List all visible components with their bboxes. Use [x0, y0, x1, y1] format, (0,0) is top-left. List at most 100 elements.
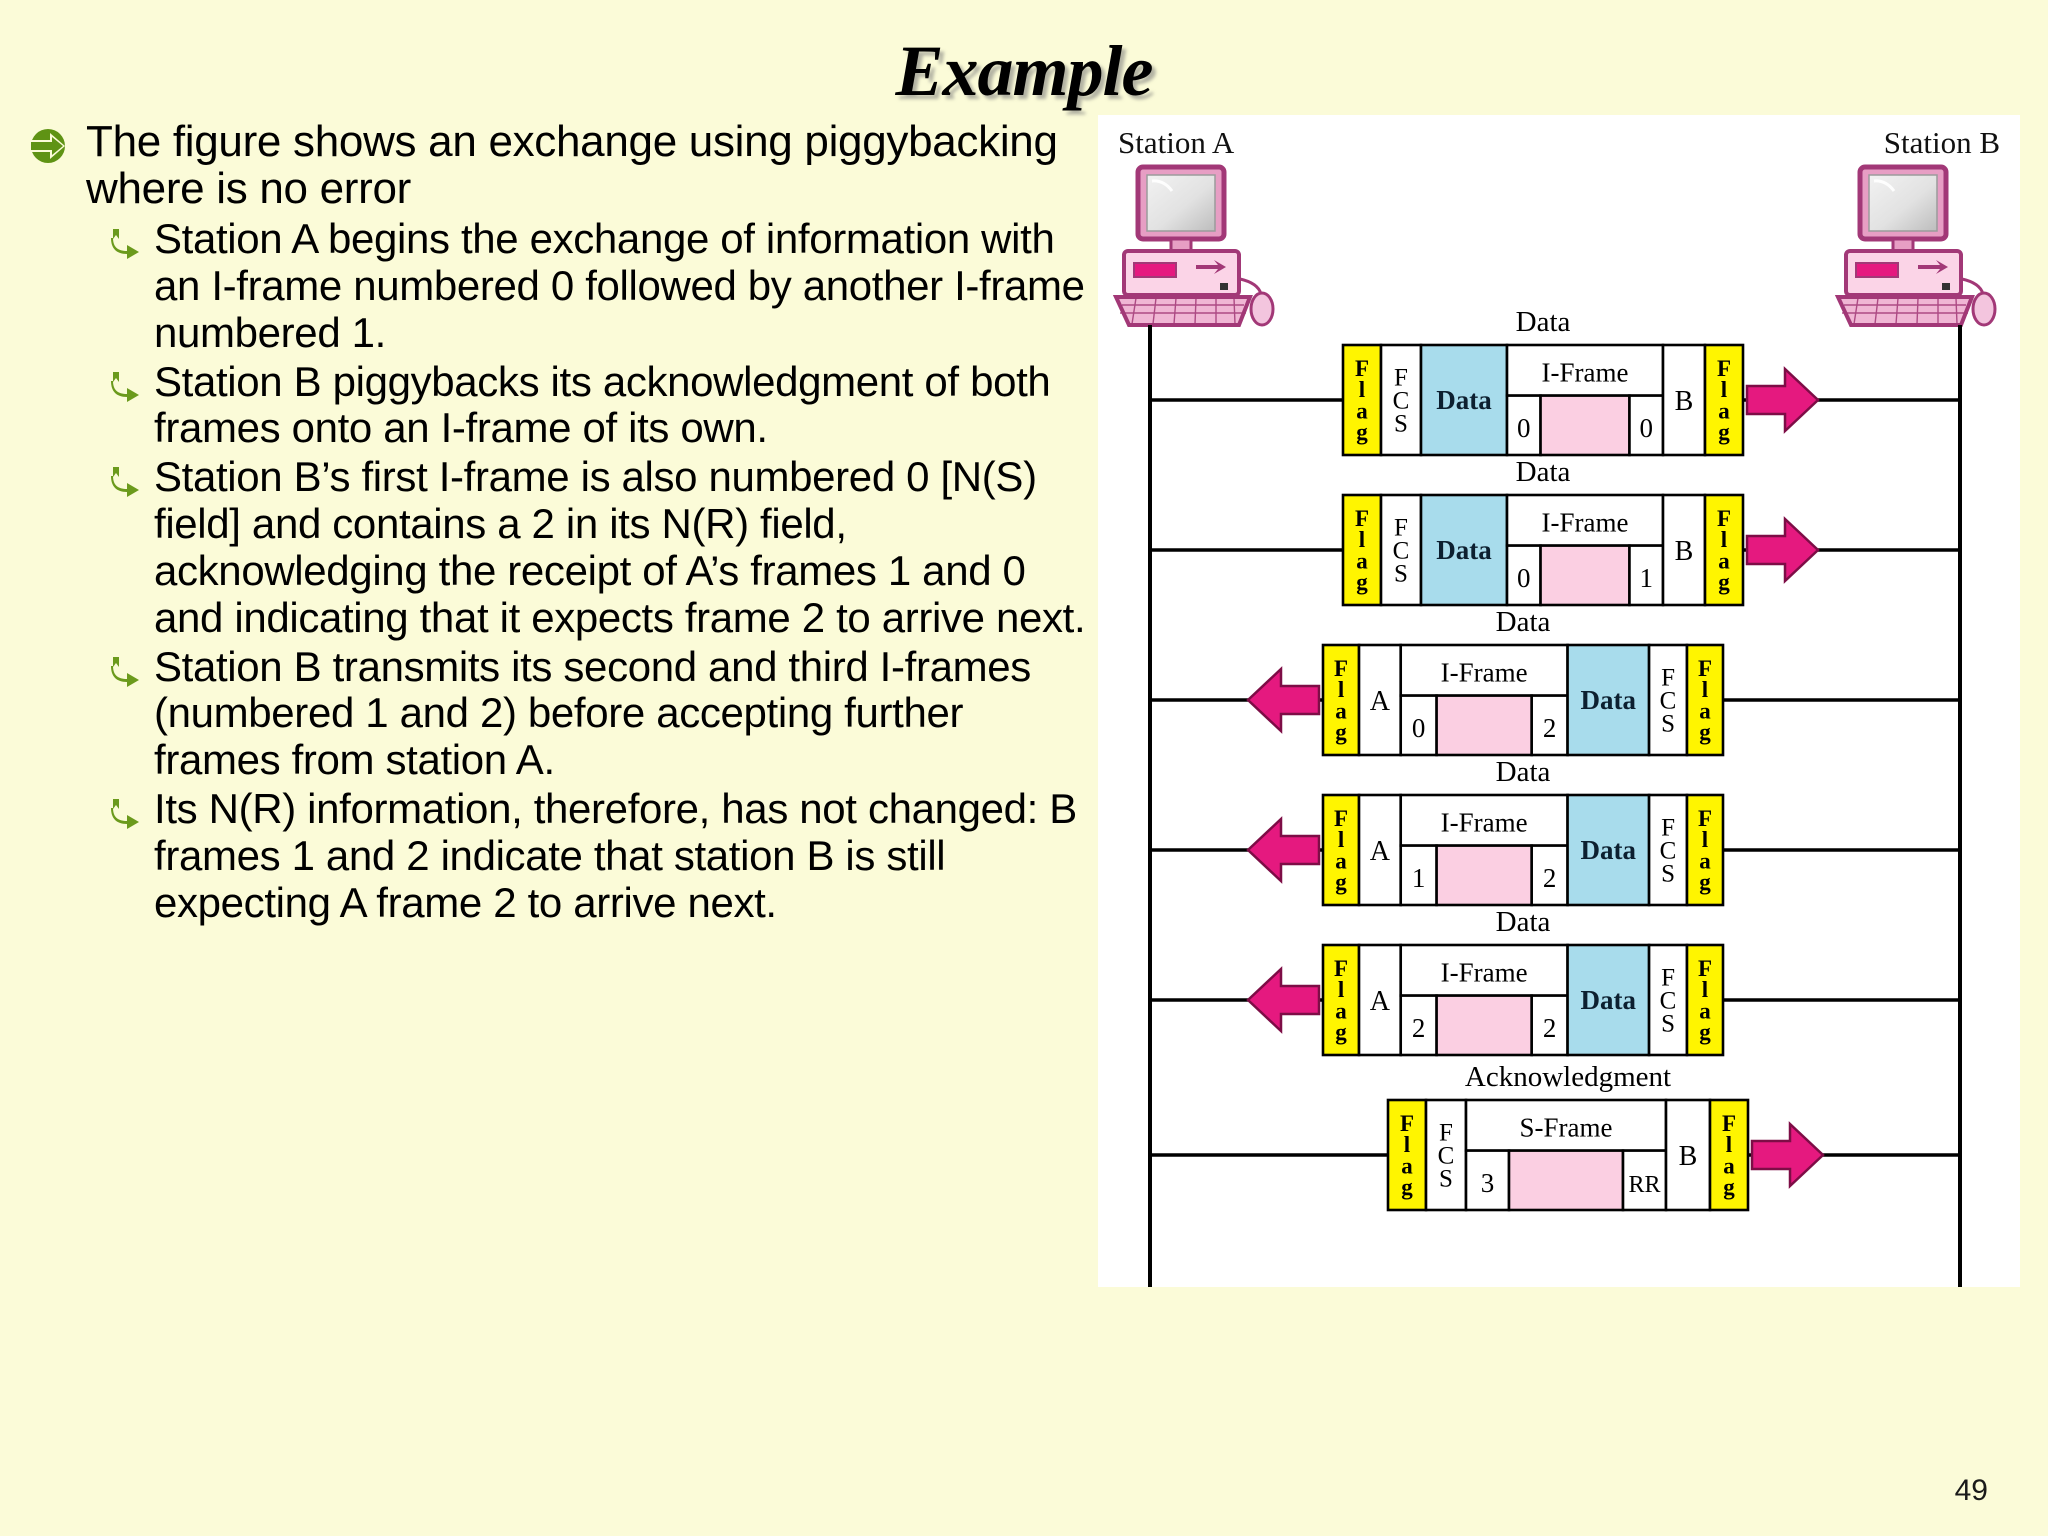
svg-text:g: g [1356, 420, 1368, 445]
svg-text:g: g [1699, 870, 1711, 895]
svg-text:g: g [1335, 720, 1347, 745]
svg-text:C: C [1393, 538, 1410, 565]
station-a-label: Station A [1118, 125, 1235, 160]
svg-text:S: S [1394, 561, 1408, 588]
green-hook-arrow-bullet-icon [107, 224, 141, 260]
svg-text:S: S [1439, 1166, 1453, 1193]
svg-text:a: a [1356, 548, 1368, 573]
svg-text:C: C [1660, 988, 1677, 1015]
svg-text:a: a [1356, 398, 1368, 423]
bullet-item-6-text: Its N(R) information, therefore, has not… [154, 785, 1077, 926]
svg-text:g: g [1356, 570, 1368, 595]
frame-caption: Data [1516, 306, 1571, 338]
svg-text:g: g [1723, 1175, 1735, 1200]
svg-text:l: l [1726, 1132, 1732, 1157]
frame-caption: Data [1496, 756, 1551, 788]
svg-text:B: B [1675, 536, 1694, 567]
svg-text:0: 0 [1517, 563, 1531, 593]
svg-text:C: C [1393, 388, 1410, 415]
svg-text:l: l [1338, 977, 1344, 1002]
svg-text:F: F [1661, 665, 1675, 692]
svg-text:g: g [1335, 870, 1347, 895]
svg-text:C: C [1660, 838, 1677, 865]
svg-text:A: A [1370, 986, 1391, 1017]
frame-caption: Data [1516, 456, 1571, 488]
svg-text:a: a [1699, 698, 1711, 723]
svg-text:l: l [1721, 527, 1727, 552]
svg-text:0: 0 [1517, 413, 1531, 443]
bullet-item-4-text: Station B’s first I-frame is also number… [154, 453, 1086, 641]
station-b-computer-icon [1834, 164, 1997, 327]
svg-text:1: 1 [1639, 563, 1653, 593]
svg-text:g: g [1699, 1020, 1711, 1045]
svg-text:a: a [1699, 998, 1711, 1023]
svg-text:F: F [1355, 356, 1369, 381]
svg-text:S-Frame: S-Frame [1520, 1112, 1613, 1142]
svg-text:I-Frame: I-Frame [1441, 957, 1528, 987]
svg-text:g: g [1718, 420, 1730, 445]
svg-text:l: l [1702, 827, 1708, 852]
svg-text:g: g [1335, 1020, 1347, 1045]
svg-text:g: g [1699, 720, 1711, 745]
svg-text:S: S [1661, 711, 1675, 738]
page-title: Example [895, 31, 1154, 111]
svg-text:F: F [1355, 506, 1369, 531]
svg-text:C: C [1660, 688, 1677, 715]
svg-text:I-Frame: I-Frame [1441, 657, 1528, 687]
frame-caption: Data [1496, 606, 1551, 638]
bullet-item-5: Station B transmits its second and third… [14, 642, 1094, 784]
diagram-canvas: Station A Station B [1098, 115, 2020, 1287]
svg-text:F: F [1400, 1111, 1414, 1136]
svg-text:Data: Data [1581, 835, 1637, 865]
svg-text:3: 3 [1481, 1168, 1495, 1198]
svg-text:RR: RR [1628, 1172, 1660, 1198]
svg-text:l: l [1404, 1132, 1410, 1157]
svg-text:B: B [1679, 1141, 1698, 1172]
bullet-item-1-text: The figure shows an exchange using piggy… [86, 117, 1058, 214]
svg-text:I-Frame: I-Frame [1542, 507, 1629, 537]
svg-text:l: l [1359, 377, 1365, 402]
bullet-item-6: Its N(R) information, therefore, has not… [14, 785, 1094, 926]
bullet-item-5-text: Station B transmits its second and third… [154, 642, 1031, 784]
svg-text:F: F [1439, 1120, 1453, 1147]
svg-text:A: A [1370, 686, 1391, 717]
svg-text:1: 1 [1412, 863, 1426, 893]
station-b-label: Station B [1884, 125, 2000, 160]
svg-text:a: a [1699, 848, 1711, 873]
svg-text:Data: Data [1581, 685, 1637, 715]
frame-caption: Data [1496, 906, 1551, 938]
svg-text:F: F [1717, 506, 1731, 531]
svg-text:F: F [1661, 965, 1675, 992]
svg-text:I-Frame: I-Frame [1441, 807, 1528, 837]
svg-text:C: C [1438, 1143, 1455, 1170]
svg-text:F: F [1698, 656, 1712, 681]
svg-text:S: S [1661, 861, 1675, 888]
bullet-list: The figure shows an exchange using piggy… [14, 118, 1094, 929]
svg-text:Data: Data [1436, 385, 1492, 415]
svg-text:2: 2 [1543, 713, 1557, 743]
green-hook-arrow-bullet-icon [107, 794, 141, 830]
svg-text:a: a [1723, 1153, 1735, 1178]
svg-text:2: 2 [1412, 1013, 1426, 1043]
green-circle-arrow-bullet-icon [28, 126, 68, 166]
green-hook-arrow-bullet-icon [107, 462, 141, 498]
piggybacking-exchange-diagram: Station A Station B [1098, 115, 2020, 1287]
svg-text:Data: Data [1581, 985, 1637, 1015]
svg-text:g: g [1718, 570, 1730, 595]
svg-text:l: l [1702, 977, 1708, 1002]
svg-text:F: F [1722, 1111, 1736, 1136]
bullet-item-3-text: Station B piggybacks its acknowledgment … [154, 357, 1051, 452]
svg-text:l: l [1359, 527, 1365, 552]
station-a-computer-icon [1112, 164, 1275, 327]
svg-text:2: 2 [1543, 1013, 1557, 1043]
svg-text:F: F [1334, 956, 1348, 981]
bullet-item-1: The figure shows an exchange using piggy… [14, 118, 1094, 212]
svg-text:F: F [1394, 365, 1408, 392]
